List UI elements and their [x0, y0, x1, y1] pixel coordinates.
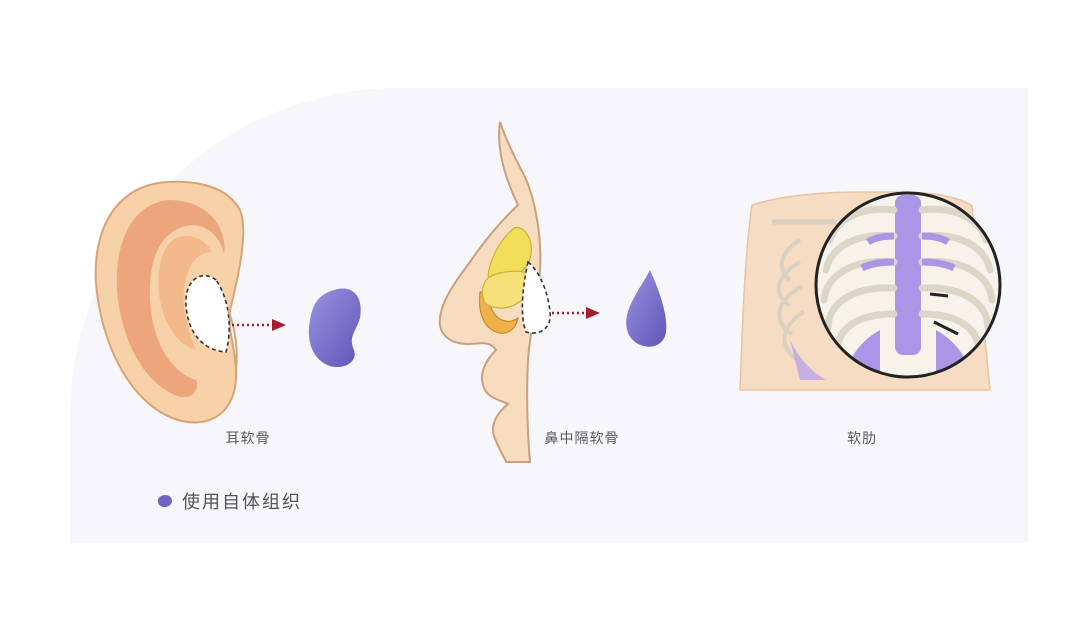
ear-arrow	[232, 319, 286, 331]
caption-rib-cartilage: 软肋	[847, 431, 877, 447]
caption-ear-cartilage: 耳软骨	[225, 431, 271, 447]
legend-swatch-icon	[156, 493, 174, 509]
nose-graft-shape	[626, 270, 667, 347]
nose-illustration	[438, 121, 551, 463]
legend-label: 使用自体组织	[182, 492, 302, 513]
legend: 使用自体组织	[156, 488, 302, 514]
caption-septal-cartilage: 鼻中隔软骨	[544, 431, 620, 447]
rib-magnifier	[814, 191, 1002, 379]
ear-graft-shape	[308, 288, 361, 368]
ear-illustration	[94, 180, 245, 424]
nose-arrow	[552, 307, 600, 319]
